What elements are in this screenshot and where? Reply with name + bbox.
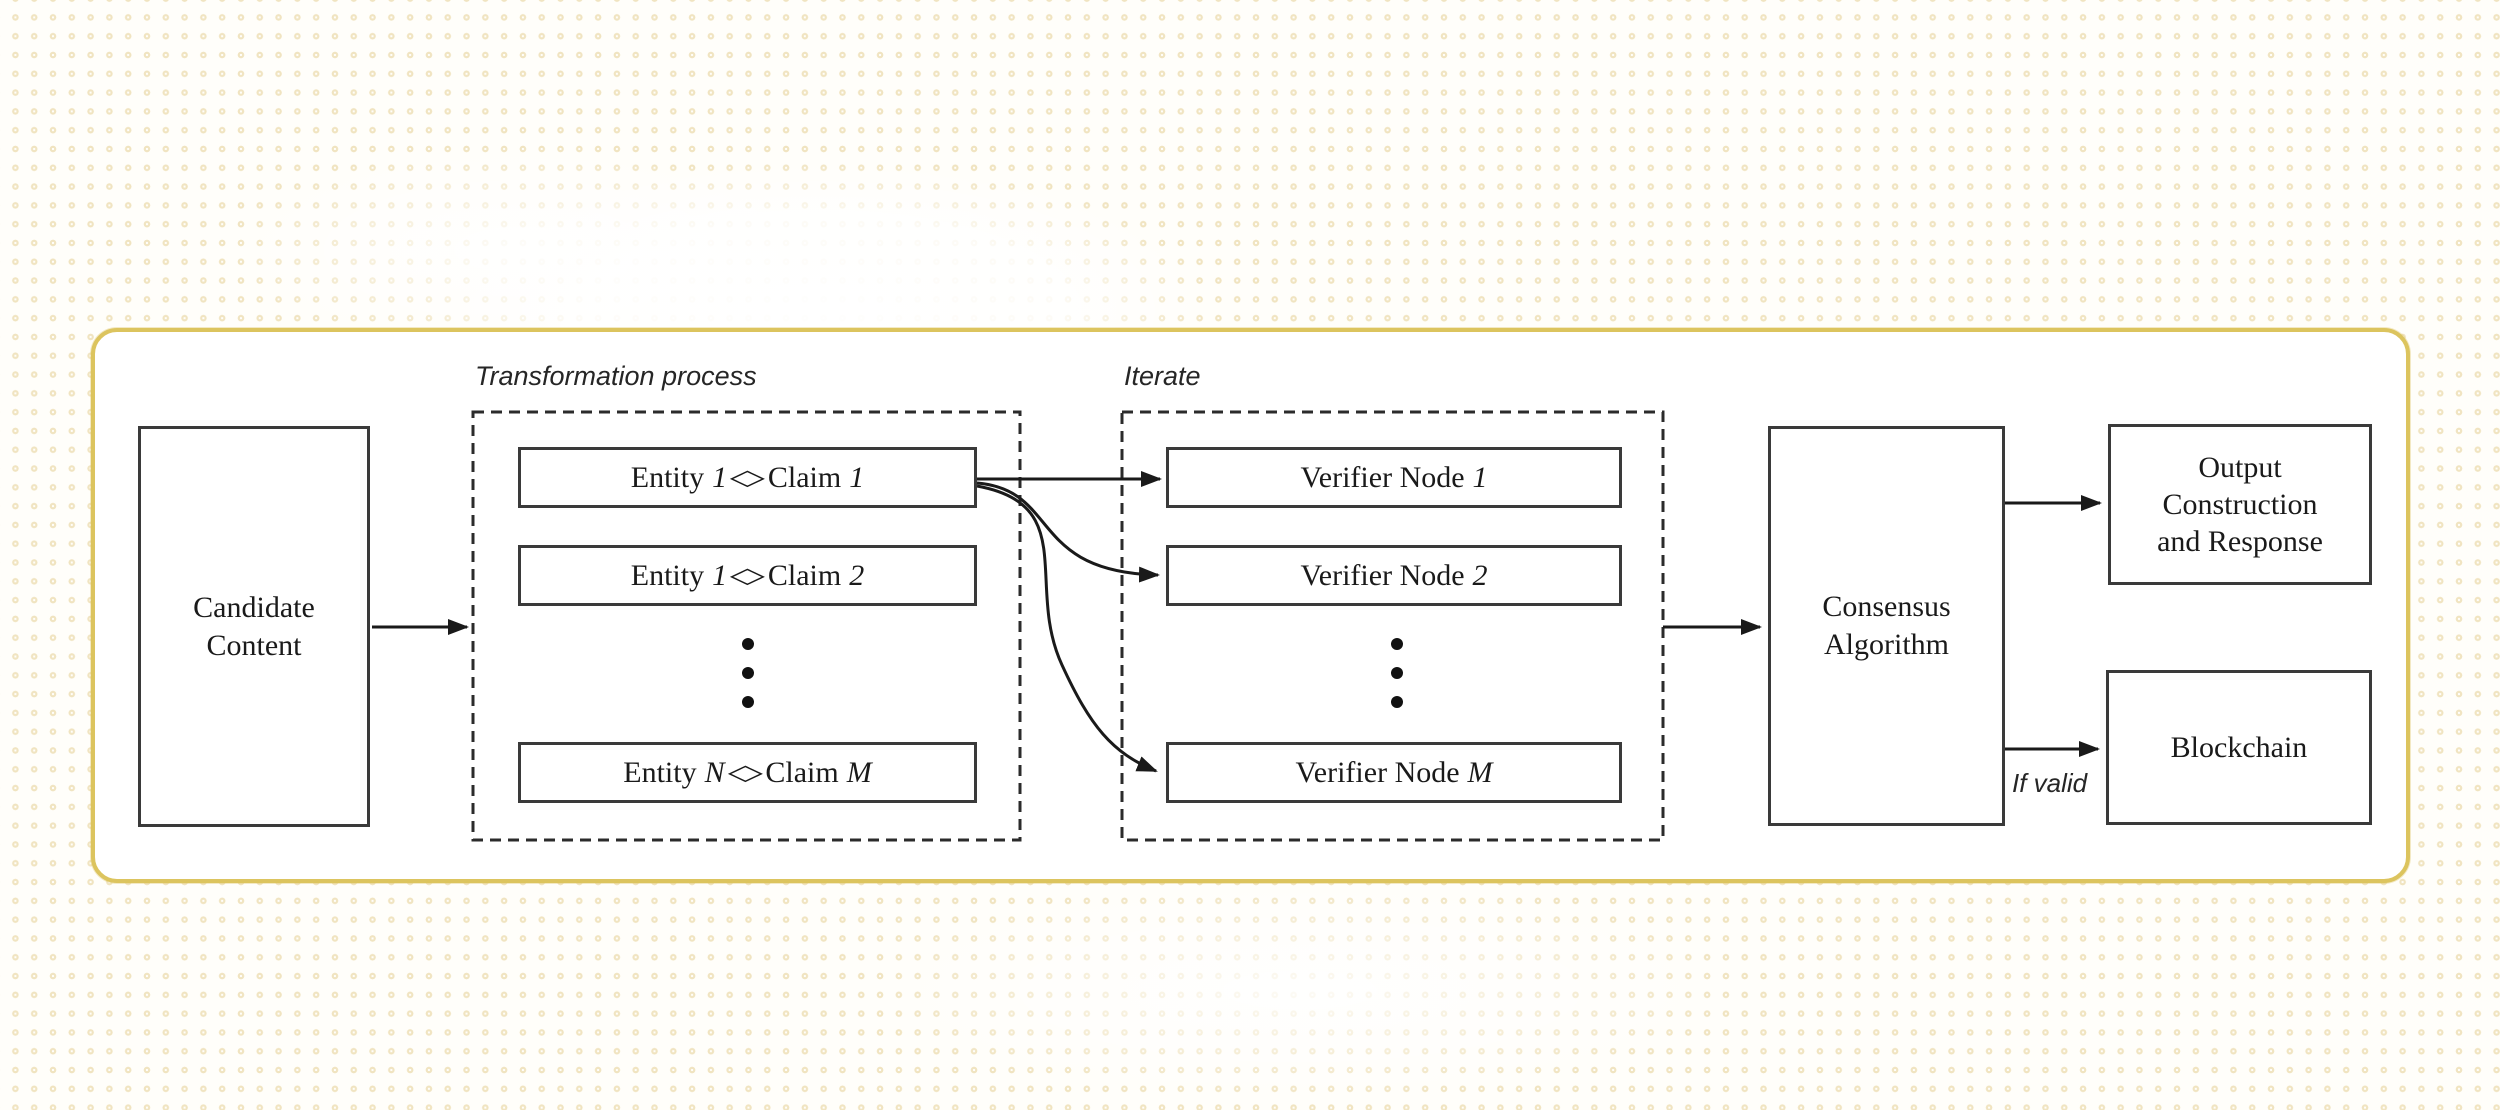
output-line: Output bbox=[2198, 451, 2282, 484]
entity-index: N bbox=[704, 755, 725, 789]
claim-word: Claim bbox=[767, 558, 842, 592]
diamond-icon: ◇ bbox=[727, 760, 763, 785]
entity-word: Entity bbox=[623, 755, 697, 789]
ellipsis-dot bbox=[1391, 638, 1403, 650]
blockchain-label: Blockchain bbox=[2170, 730, 2308, 764]
entity-word: Entity bbox=[630, 460, 705, 494]
candidate-content-line: Candidate bbox=[193, 590, 315, 624]
vertical-ellipsis-transformation bbox=[742, 638, 754, 708]
verifier-node-word: Verifier Node bbox=[1300, 558, 1465, 592]
iterate-label: Iterate bbox=[1124, 361, 1201, 391]
ellipsis-dot bbox=[742, 667, 754, 679]
diamond-icon: ◇ bbox=[729, 563, 766, 588]
candidate-content-box: Candidate Content bbox=[138, 426, 370, 827]
claim-index: M bbox=[846, 755, 872, 789]
entity-index: 1 bbox=[712, 558, 728, 592]
verifier-node-index: 1 bbox=[1472, 460, 1488, 494]
blockchain-box: Blockchain bbox=[2106, 670, 2372, 825]
consensus-algorithm-box: Consensus Algorithm bbox=[1768, 426, 2005, 826]
ellipsis-dot bbox=[1391, 667, 1403, 679]
ellipsis-dot bbox=[742, 696, 754, 708]
claim-index: 1 bbox=[849, 460, 865, 494]
diamond-icon: ◇ bbox=[729, 465, 766, 490]
verifier-node-word: Verifier Node bbox=[1295, 755, 1460, 789]
transformation-process-label: Transformation process bbox=[475, 361, 757, 391]
verifier-node-word: Verifier Node bbox=[1300, 460, 1465, 494]
output-construction-box: Output Construction and Response bbox=[2108, 424, 2372, 585]
entity-index: 1 bbox=[712, 460, 728, 494]
claim-index: 2 bbox=[849, 558, 865, 592]
consensus-line: Consensus bbox=[1822, 590, 1951, 623]
verifier-node-index: M bbox=[1467, 755, 1493, 789]
claim-word: Claim bbox=[767, 460, 842, 494]
entity-claim-box-1: Entity 1 ◇ Claim 1 bbox=[518, 447, 977, 508]
ellipsis-dot bbox=[742, 638, 754, 650]
candidate-content-line: Content bbox=[206, 628, 302, 662]
output-line: Construction bbox=[2162, 488, 2318, 521]
verifier-node-index: 2 bbox=[1472, 558, 1488, 592]
if-valid-label: If valid bbox=[2012, 768, 2088, 798]
entity-word: Entity bbox=[630, 558, 705, 592]
output-line: and Response bbox=[2157, 525, 2323, 558]
ellipsis-dot bbox=[1391, 696, 1403, 708]
claim-word: Claim bbox=[765, 755, 839, 789]
entity-claim-box-M: Entity N ◇ Claim M bbox=[518, 742, 977, 803]
vertical-ellipsis-iterate bbox=[1391, 638, 1403, 708]
verifier-node-box-2: Verifier Node 2 bbox=[1166, 545, 1622, 606]
verifier-node-box-1: Verifier Node 1 bbox=[1166, 447, 1622, 508]
consensus-line: Algorithm bbox=[1824, 628, 1949, 661]
entity-claim-box-2: Entity 1 ◇ Claim 2 bbox=[518, 545, 977, 606]
verifier-node-box-M: Verifier Node M bbox=[1166, 742, 1622, 803]
